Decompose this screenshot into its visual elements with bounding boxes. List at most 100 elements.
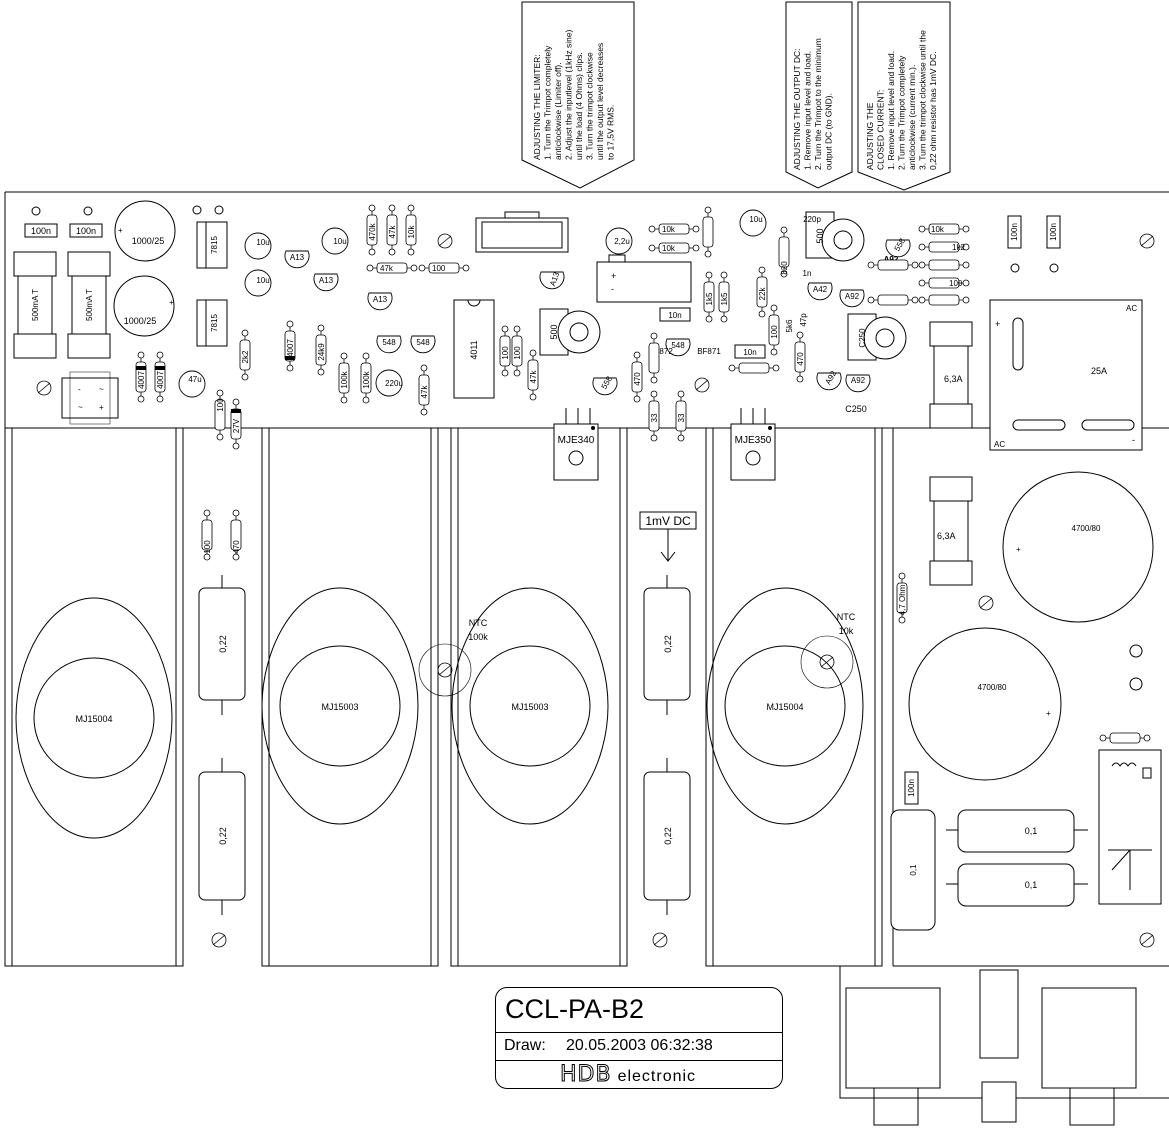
c250-trimmer: C250 [847,313,907,361]
svg-text:-: - [611,284,614,294]
emitter-resistor-label: 0,22 [663,827,673,845]
component-label: 4007 [137,371,146,389]
svg-text:+: + [169,298,174,307]
zener-27v: 27V [230,398,242,450]
logo-mark: HDB [560,1062,612,1088]
fuse-500ma-1: 500mA T [13,251,57,359]
component-label: 100 [203,540,212,554]
component-label: 100n [1049,223,1058,241]
note-line: 2. Turn the Trimpot completely [897,55,907,170]
component-label: 2,2u [614,237,630,246]
to3-transistor-3: MJ15003 [451,587,609,825]
heatsink-1 [4,427,184,967]
power-transistor-label: MJ15003 [321,702,358,712]
output-coil-relay [1098,749,1162,905]
component-label: 10k [407,225,416,239]
bridge-small: -~ ~+ [61,371,119,425]
component-label: A13 [290,253,305,262]
small-caps: 10u 10u 10u 47u 220u 2,2u 10u [178,209,767,398]
component-label: 5k6 [785,319,794,332]
small-resistors: 2k2 24k9 100k 100k 47k 470k 47k 10k 47k … [201,204,1151,744]
component-label: 33 [677,413,686,422]
component-label: 10u [333,237,346,246]
ntc-value: 100k [468,632,488,642]
ntc-value: 10k [839,626,854,636]
trimpot-limiter: 500 [539,308,601,356]
driver-mje340: MJE340 [553,408,599,481]
component-label: 10n [743,348,756,357]
component-label: 24k9 [317,343,326,361]
note-line: until the load (4 Ohms) clips. [574,52,584,160]
test-point-label: 1mV DC [645,514,691,528]
component-label: 100 [501,346,510,360]
component-label: 0,1 [1025,880,1038,890]
emitter-resistor-label: 0,22 [663,635,673,653]
component-label: 548 [671,341,685,350]
svg-text:+: + [1016,545,1021,554]
component-label: 4700/80 [978,683,1007,692]
component-label: 47k [529,370,538,384]
component-label: 100n [31,226,51,236]
header-connector [475,211,569,253]
note-line: 2. Adjust the inputlevel (1kHz sine) [564,29,574,160]
heatsink-4 [705,427,883,967]
driver-mje350: MJE350 [730,408,776,481]
component-label: 0,1 [909,864,918,876]
note-line: 0,22 ohm resistor has 1mV DC. [928,51,938,170]
elcap-1000-25: 1000/25 1000/25 ++ [113,200,176,337]
component-label: 500 [815,228,825,243]
company-logo: HDB electronic [560,1061,697,1088]
output-resistors: 0,1 0,1 0,1 [890,809,1088,931]
note-line: 1. Remove input level and load. [886,51,896,170]
component-label: - [1132,435,1135,445]
component-label: 4011 [469,340,479,359]
component-label: C250 [845,404,867,414]
component-label: 10u [256,238,269,247]
component-label: 4007 [156,371,165,389]
component-label: 47k [380,264,394,273]
component-label: 820 [780,261,789,275]
to3-transistor-2: MJ15003 [261,587,419,825]
note-line: CLOSED CURRENT: [876,90,886,170]
component-label: 470k [368,222,377,240]
note-text: ADJUSTING THE LIMITER:1. Turn the Trimpo… [532,29,616,160]
component-label: 10u [749,215,762,224]
svg-text:~: ~ [99,385,104,394]
test-point-1mv: 1mV DC [639,511,697,562]
note-line: to 17,5V RMS. [606,105,616,160]
component-label: A42 [813,285,828,294]
note-line: 2. Turn the Trimpot to the minimum [813,38,823,170]
component-label: 500 [549,324,559,339]
company-name: electronic [617,1068,697,1085]
component-label: 500mA T [85,289,94,321]
power-transistor-label: MJ15003 [511,702,548,712]
ntc-right: NTC 10k [800,612,856,689]
main-caps-4700: 4700/80 4700/80 ++ [908,471,1154,781]
component-label: 6,3A [944,374,963,384]
small-transistors: A13 A13 A13 A13 548 548 548 558 558 A42 … [284,236,911,414]
caps-100n-top: 100n 100n [24,206,103,238]
draw-label: Draw: [504,1037,546,1054]
component-label: 100 [432,264,446,273]
component-label: A92 [884,255,899,264]
fuses-6-3a: 6,3A 6,3A [929,321,973,586]
component-label: 47u [188,375,201,384]
diodes-4007: 4007 4007 4007 [135,320,296,403]
driver-label: MJE340 [558,435,595,446]
ntc-label: NTC [469,618,488,628]
power-transistor-label: MJ15004 [75,714,112,724]
component-label: AC [1126,304,1137,313]
component-label: AC [994,440,1005,449]
component-label: 33 [650,413,659,422]
to3-transistor-1: MJ15004 [15,597,173,839]
component-label: 1k5 [705,292,714,305]
component-label: 7815 [210,314,219,332]
speaker-terminals [845,969,1137,1126]
svg-text:~: ~ [78,403,83,412]
component-label: 1000/25 [124,316,157,326]
note-line: 3. Turn the trimpot clockwise [585,52,595,160]
note-line: 1. Remove input level and load. [803,51,813,170]
component-label: 47k [388,225,397,239]
